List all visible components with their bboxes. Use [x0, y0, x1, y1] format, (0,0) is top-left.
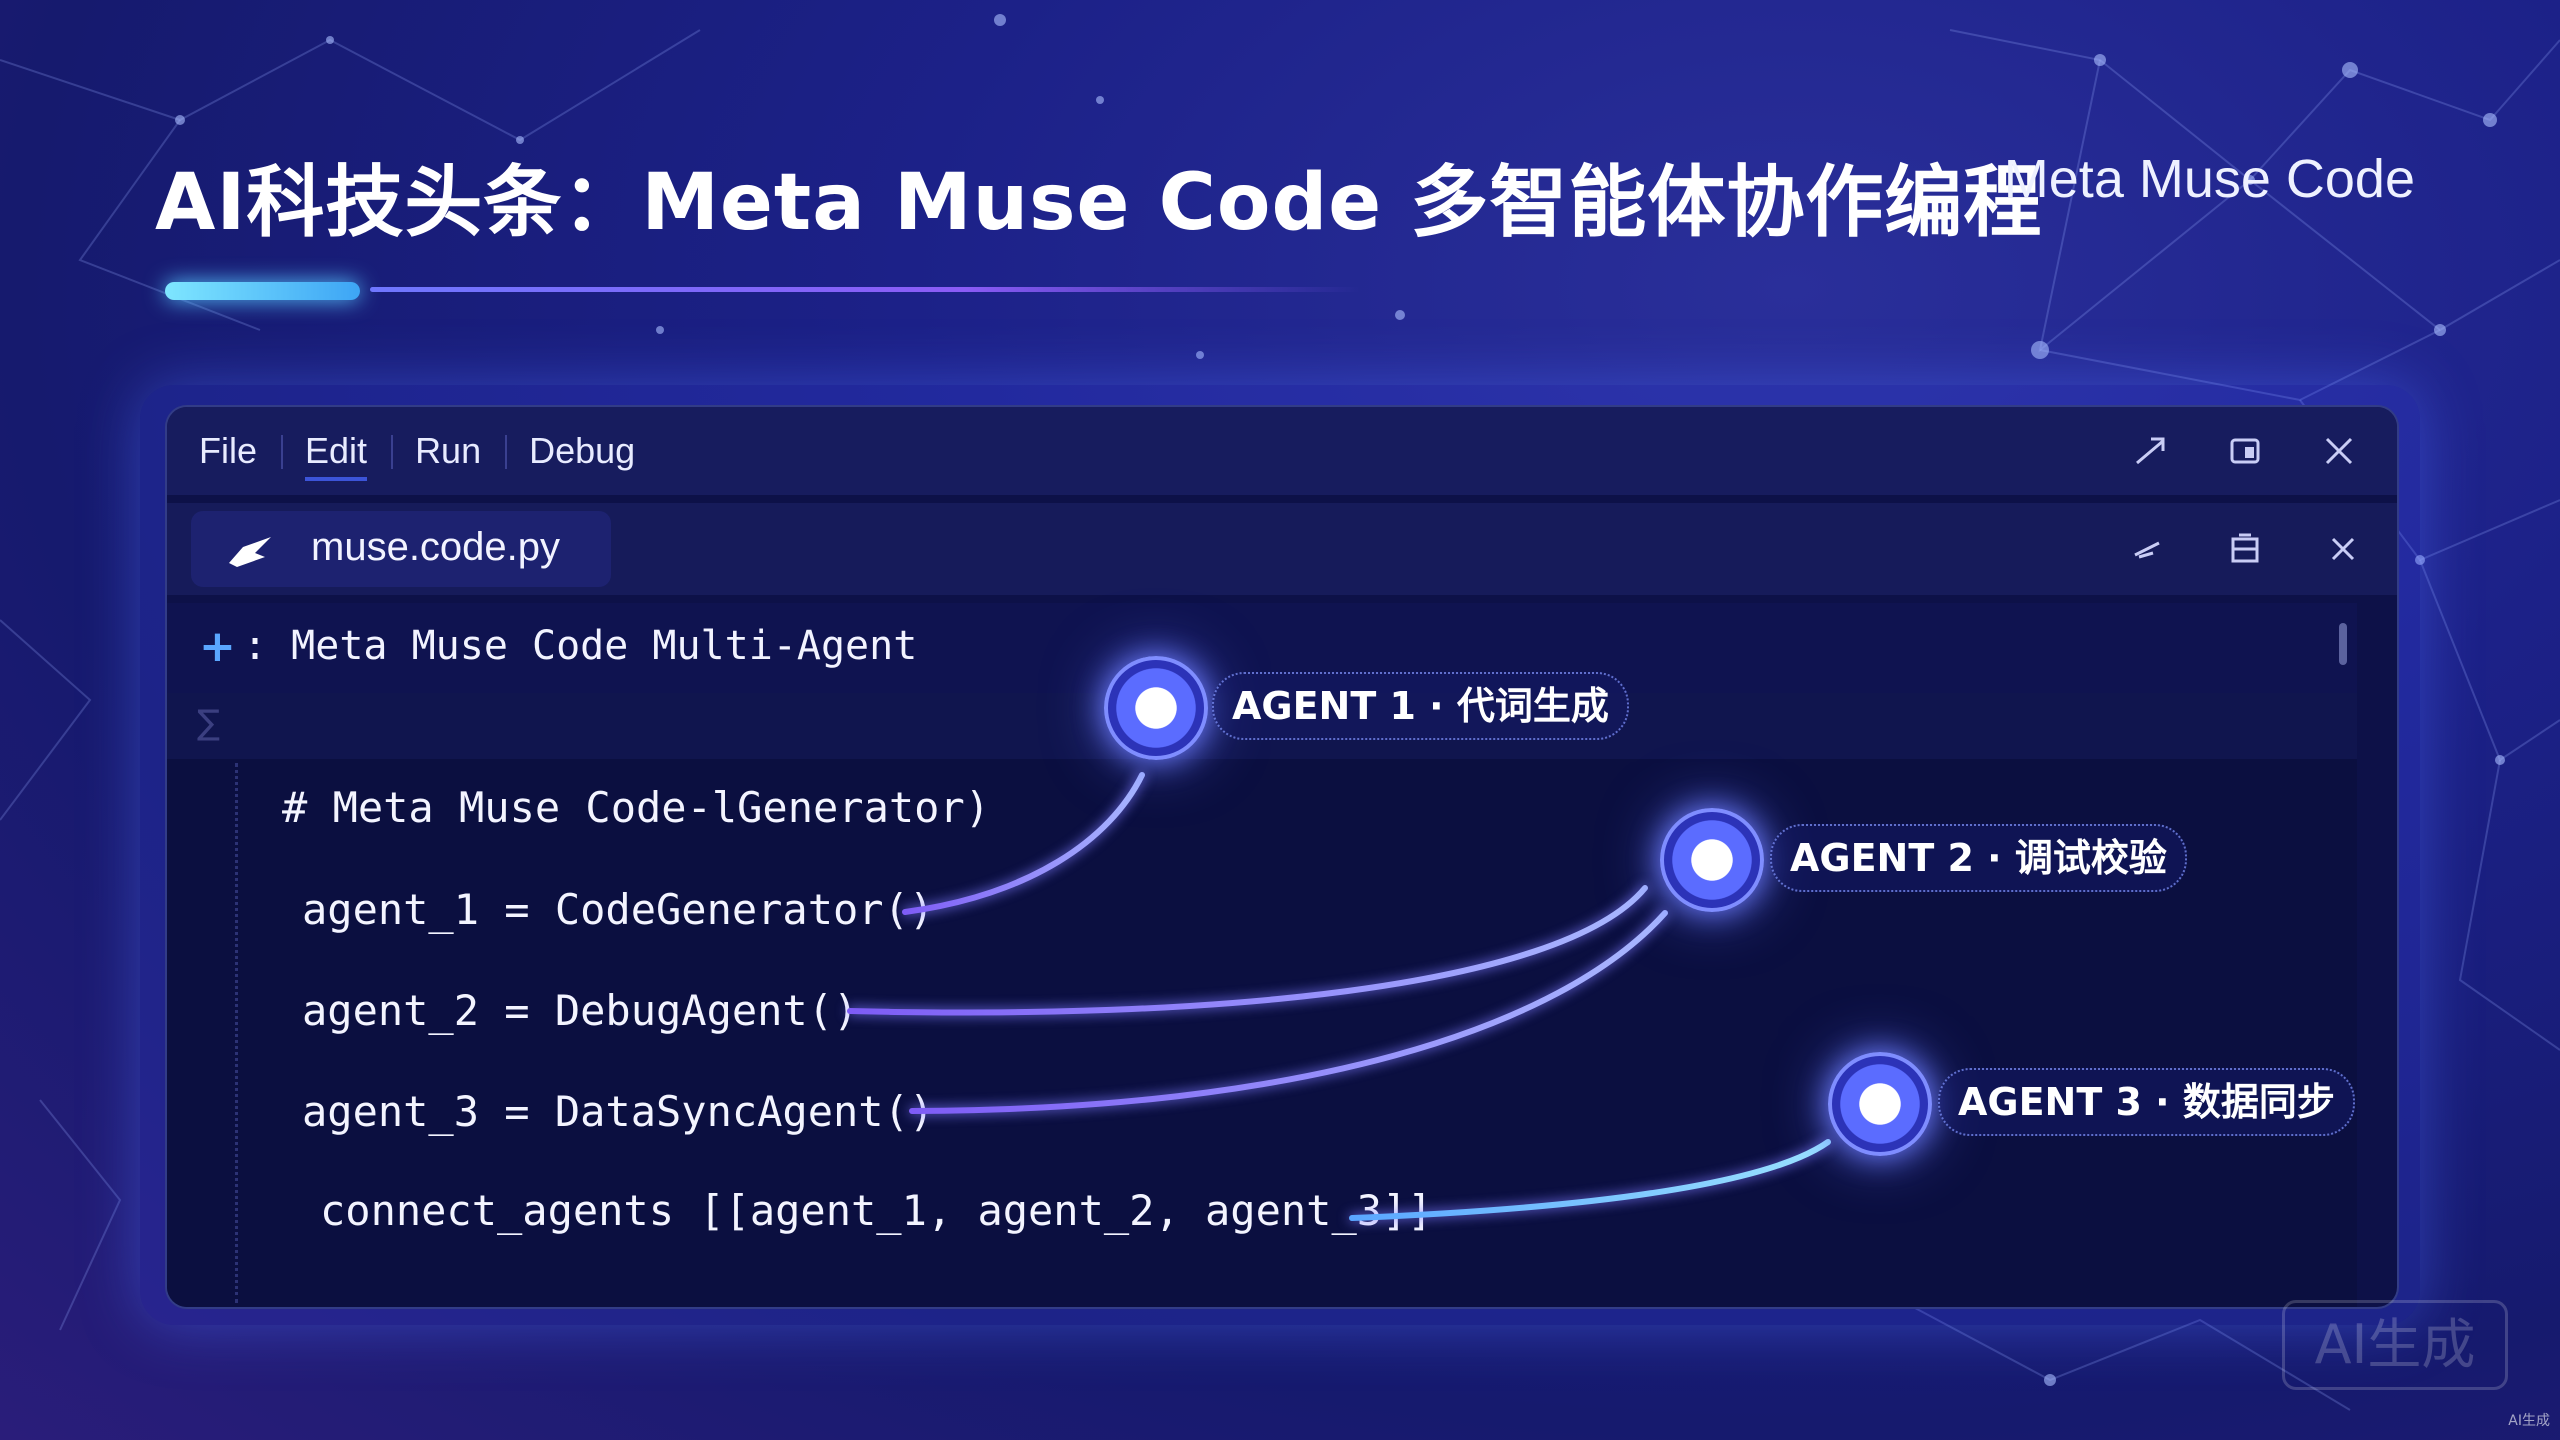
- menu-bar: File Edit Run Debug: [167, 407, 2397, 495]
- split-icon[interactable]: [2227, 531, 2263, 567]
- agent-1-label: AGENT 1 · 代词生成: [1212, 672, 1629, 740]
- tab-controls: [2129, 503, 2361, 595]
- menu-edit[interactable]: Edit: [281, 407, 391, 495]
- editor-header-text: : Meta Muse Code Multi-Agent: [243, 623, 918, 669]
- tab-label: muse.code.py: [311, 525, 561, 569]
- agent-1-node-icon[interactable]: [1104, 656, 1208, 760]
- tab-close-icon[interactable]: [2325, 531, 2361, 567]
- code-line-agent-1: agent_1 = CodeGenerator(): [302, 885, 935, 934]
- ai-generated-corner-label: AI生成: [2508, 1413, 2550, 1429]
- expand-icon[interactable]: [2133, 433, 2169, 469]
- page-title: AI科技头条：Meta Muse Code 多智能体协作编程: [155, 158, 2043, 248]
- menu-file[interactable]: File: [199, 430, 258, 471]
- restore-icon[interactable]: [2227, 433, 2263, 469]
- plus-icon[interactable]: +: [199, 621, 236, 672]
- title-accent-bar: [165, 282, 360, 300]
- ai-generated-badge: AI生成: [2282, 1300, 2508, 1390]
- tab-muse-code-py[interactable]: muse.code.py: [191, 511, 611, 587]
- agent-3-node-icon[interactable]: [1828, 1052, 1932, 1156]
- menu-debug[interactable]: Debug: [505, 407, 659, 495]
- file-arrow-icon: [229, 537, 271, 567]
- code-line-agent-3: agent_3 = DataSyncAgent(): [302, 1087, 935, 1136]
- tab-bar: muse.code.py: [167, 503, 2397, 595]
- indent-guide: [235, 763, 238, 1303]
- code-line-agent-2: agent_2 = DebugAgent(): [302, 986, 859, 1035]
- fold-icon[interactable]: ∑: [197, 703, 220, 743]
- minimize-icon[interactable]: [2129, 531, 2165, 567]
- agent-2-node-icon[interactable]: [1660, 808, 1764, 912]
- menu-run[interactable]: Run: [391, 407, 505, 495]
- close-icon[interactable]: [2321, 433, 2357, 469]
- window-controls: [2133, 407, 2357, 495]
- brand-logo-text: Meta Muse Code: [2003, 149, 2415, 209]
- title-divider-line: [370, 287, 1360, 292]
- agent-3-label: AGENT 3 · 数据同步: [1938, 1068, 2355, 1136]
- code-line-comment: # Meta Muse Code-lGenerator): [282, 783, 991, 832]
- agent-2-label: AGENT 2 · 调试校验: [1770, 824, 2187, 892]
- code-line-connect: connect_agents [[agent_1, agent_2, agent…: [320, 1186, 1433, 1235]
- editor-scrollbar[interactable]: [2339, 623, 2347, 665]
